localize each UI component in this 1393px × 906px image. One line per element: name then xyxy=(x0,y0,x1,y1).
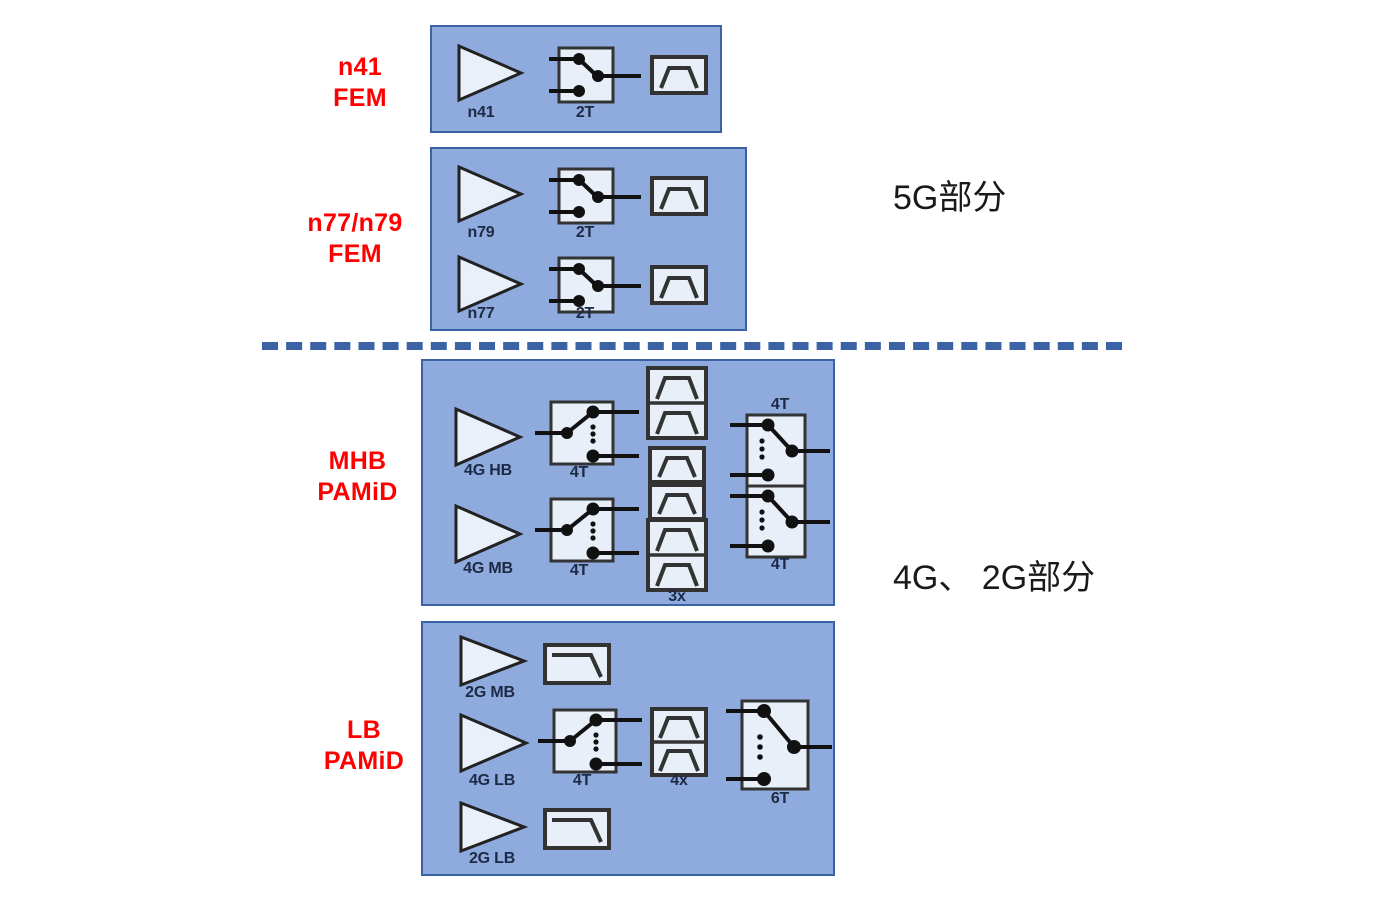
amplifier-triangle-icon xyxy=(457,43,525,103)
block-label-line-2: PAMiD xyxy=(323,746,405,775)
amplifier-n79 xyxy=(455,163,525,225)
filter-bandpass-n79 xyxy=(650,176,708,216)
note-5g: 5G部分 xyxy=(893,179,1007,217)
switch-4t-hb-caption: 4T xyxy=(569,464,589,481)
switch-4t-out-stack xyxy=(722,413,834,559)
switch-6t-icon xyxy=(726,699,832,791)
switch-4t-out-top-caption: 4T xyxy=(770,396,790,413)
switch-4t-icon xyxy=(538,708,642,774)
amplifier-triangle-icon xyxy=(457,164,525,224)
block-label-line-2: FEM xyxy=(333,83,387,112)
bandpass-filter-double-icon xyxy=(650,707,708,777)
amplifier-4g-lb xyxy=(457,712,530,774)
block-label-line-1: n41 xyxy=(338,53,382,81)
switch-2t-n41-caption: 2T xyxy=(575,104,595,121)
amplifier-4g-hb-caption: 4G HB xyxy=(464,462,512,479)
filter-bandpass-n41 xyxy=(650,55,708,95)
switch-4t-icon xyxy=(535,400,639,466)
switch-6t-lb xyxy=(722,699,834,791)
switch-4t-hb xyxy=(535,400,643,470)
amplifier-4g-mb xyxy=(452,502,524,566)
amplifier-triangle-icon xyxy=(459,800,529,854)
switch-4t-mb xyxy=(535,497,643,567)
divider-5g-4g xyxy=(262,342,1122,350)
filter-bandpass-lb-stack xyxy=(650,707,708,777)
filter-bandpass-n77 xyxy=(650,265,708,305)
bandpass-filter-icon xyxy=(650,265,708,305)
filter-bandpass-hb-stack xyxy=(646,366,708,440)
switch-2t-n79-caption: 2T xyxy=(575,224,595,241)
filter-bandpass-mb-stack xyxy=(646,518,708,592)
amplifier-2g-lb-caption: 2G LB xyxy=(468,850,516,867)
switch-4t-lb xyxy=(538,708,646,778)
bandpass-filter-double-icon xyxy=(646,518,708,592)
lowpass-filter-icon xyxy=(543,808,611,850)
switch-2t-n41 xyxy=(549,46,645,104)
switch-2t-n77-caption: 2T xyxy=(575,305,595,322)
block-label-line-2: PAMiD xyxy=(317,477,398,506)
amplifier-triangle-icon xyxy=(454,406,524,468)
switch-2t-icon xyxy=(549,256,641,314)
block-label-line-2: FEM xyxy=(328,239,382,268)
filter-multiplier-3x-caption: 3x xyxy=(668,588,686,605)
filter-lowpass-2g-mb xyxy=(543,643,611,685)
amplifier-2g-mb-caption: 2G MB xyxy=(465,684,515,701)
switch-2t-n77 xyxy=(549,256,645,314)
filter-multiplier-4x-caption: 4x xyxy=(670,772,688,789)
amplifier-n77 xyxy=(455,253,525,315)
switch-4t-icon xyxy=(535,497,639,563)
bandpass-filter-double-icon xyxy=(646,366,708,440)
amplifier-n41 xyxy=(455,42,525,104)
amplifier-2g-lb xyxy=(457,800,529,854)
amplifier-2g-mb xyxy=(457,634,529,688)
switch-2t-icon xyxy=(549,167,641,225)
amplifier-n41-caption: n41 xyxy=(467,104,495,121)
amplifier-4g-hb xyxy=(452,405,524,469)
switch-6t-lb-caption: 6T xyxy=(770,790,790,807)
lowpass-filter-icon xyxy=(543,643,611,685)
switch-2t-icon xyxy=(549,46,641,104)
filter-lowpass-2g-lb xyxy=(543,808,611,850)
switch-4t-out-bottom-caption: 4T xyxy=(770,556,790,573)
amplifier-triangle-icon xyxy=(459,634,529,688)
filter-bandpass-hb-1 xyxy=(648,446,706,484)
bandpass-filter-icon xyxy=(648,446,706,484)
note-4g-2g: 4G、 2G部分 xyxy=(893,559,1096,597)
amplifier-triangle-icon xyxy=(457,254,525,314)
block-label-line-1: MHB xyxy=(328,447,387,475)
switch-2t-n79 xyxy=(549,167,645,225)
switch-4t-mb-caption: 4T xyxy=(569,562,589,579)
block-label-line-1: LB xyxy=(347,716,381,744)
amplifier-4g-lb-caption: 4G LB xyxy=(468,772,516,789)
amplifier-triangle-icon xyxy=(459,712,530,774)
bandpass-filter-icon xyxy=(648,483,706,521)
switch-4t-output-pair-icon xyxy=(730,413,830,559)
filter-bandpass-hb-2 xyxy=(648,483,706,521)
amplifier-4g-mb-caption: 4G MB xyxy=(463,560,513,577)
amplifier-triangle-icon xyxy=(454,503,524,565)
bandpass-filter-icon xyxy=(650,55,708,95)
amplifier-n77-caption: n77 xyxy=(467,305,495,322)
bandpass-filter-icon xyxy=(650,176,708,216)
amplifier-n79-caption: n79 xyxy=(467,224,495,241)
block-label-line-1: n77/n79 xyxy=(307,209,403,237)
switch-4t-lb-caption: 4T xyxy=(572,772,592,789)
